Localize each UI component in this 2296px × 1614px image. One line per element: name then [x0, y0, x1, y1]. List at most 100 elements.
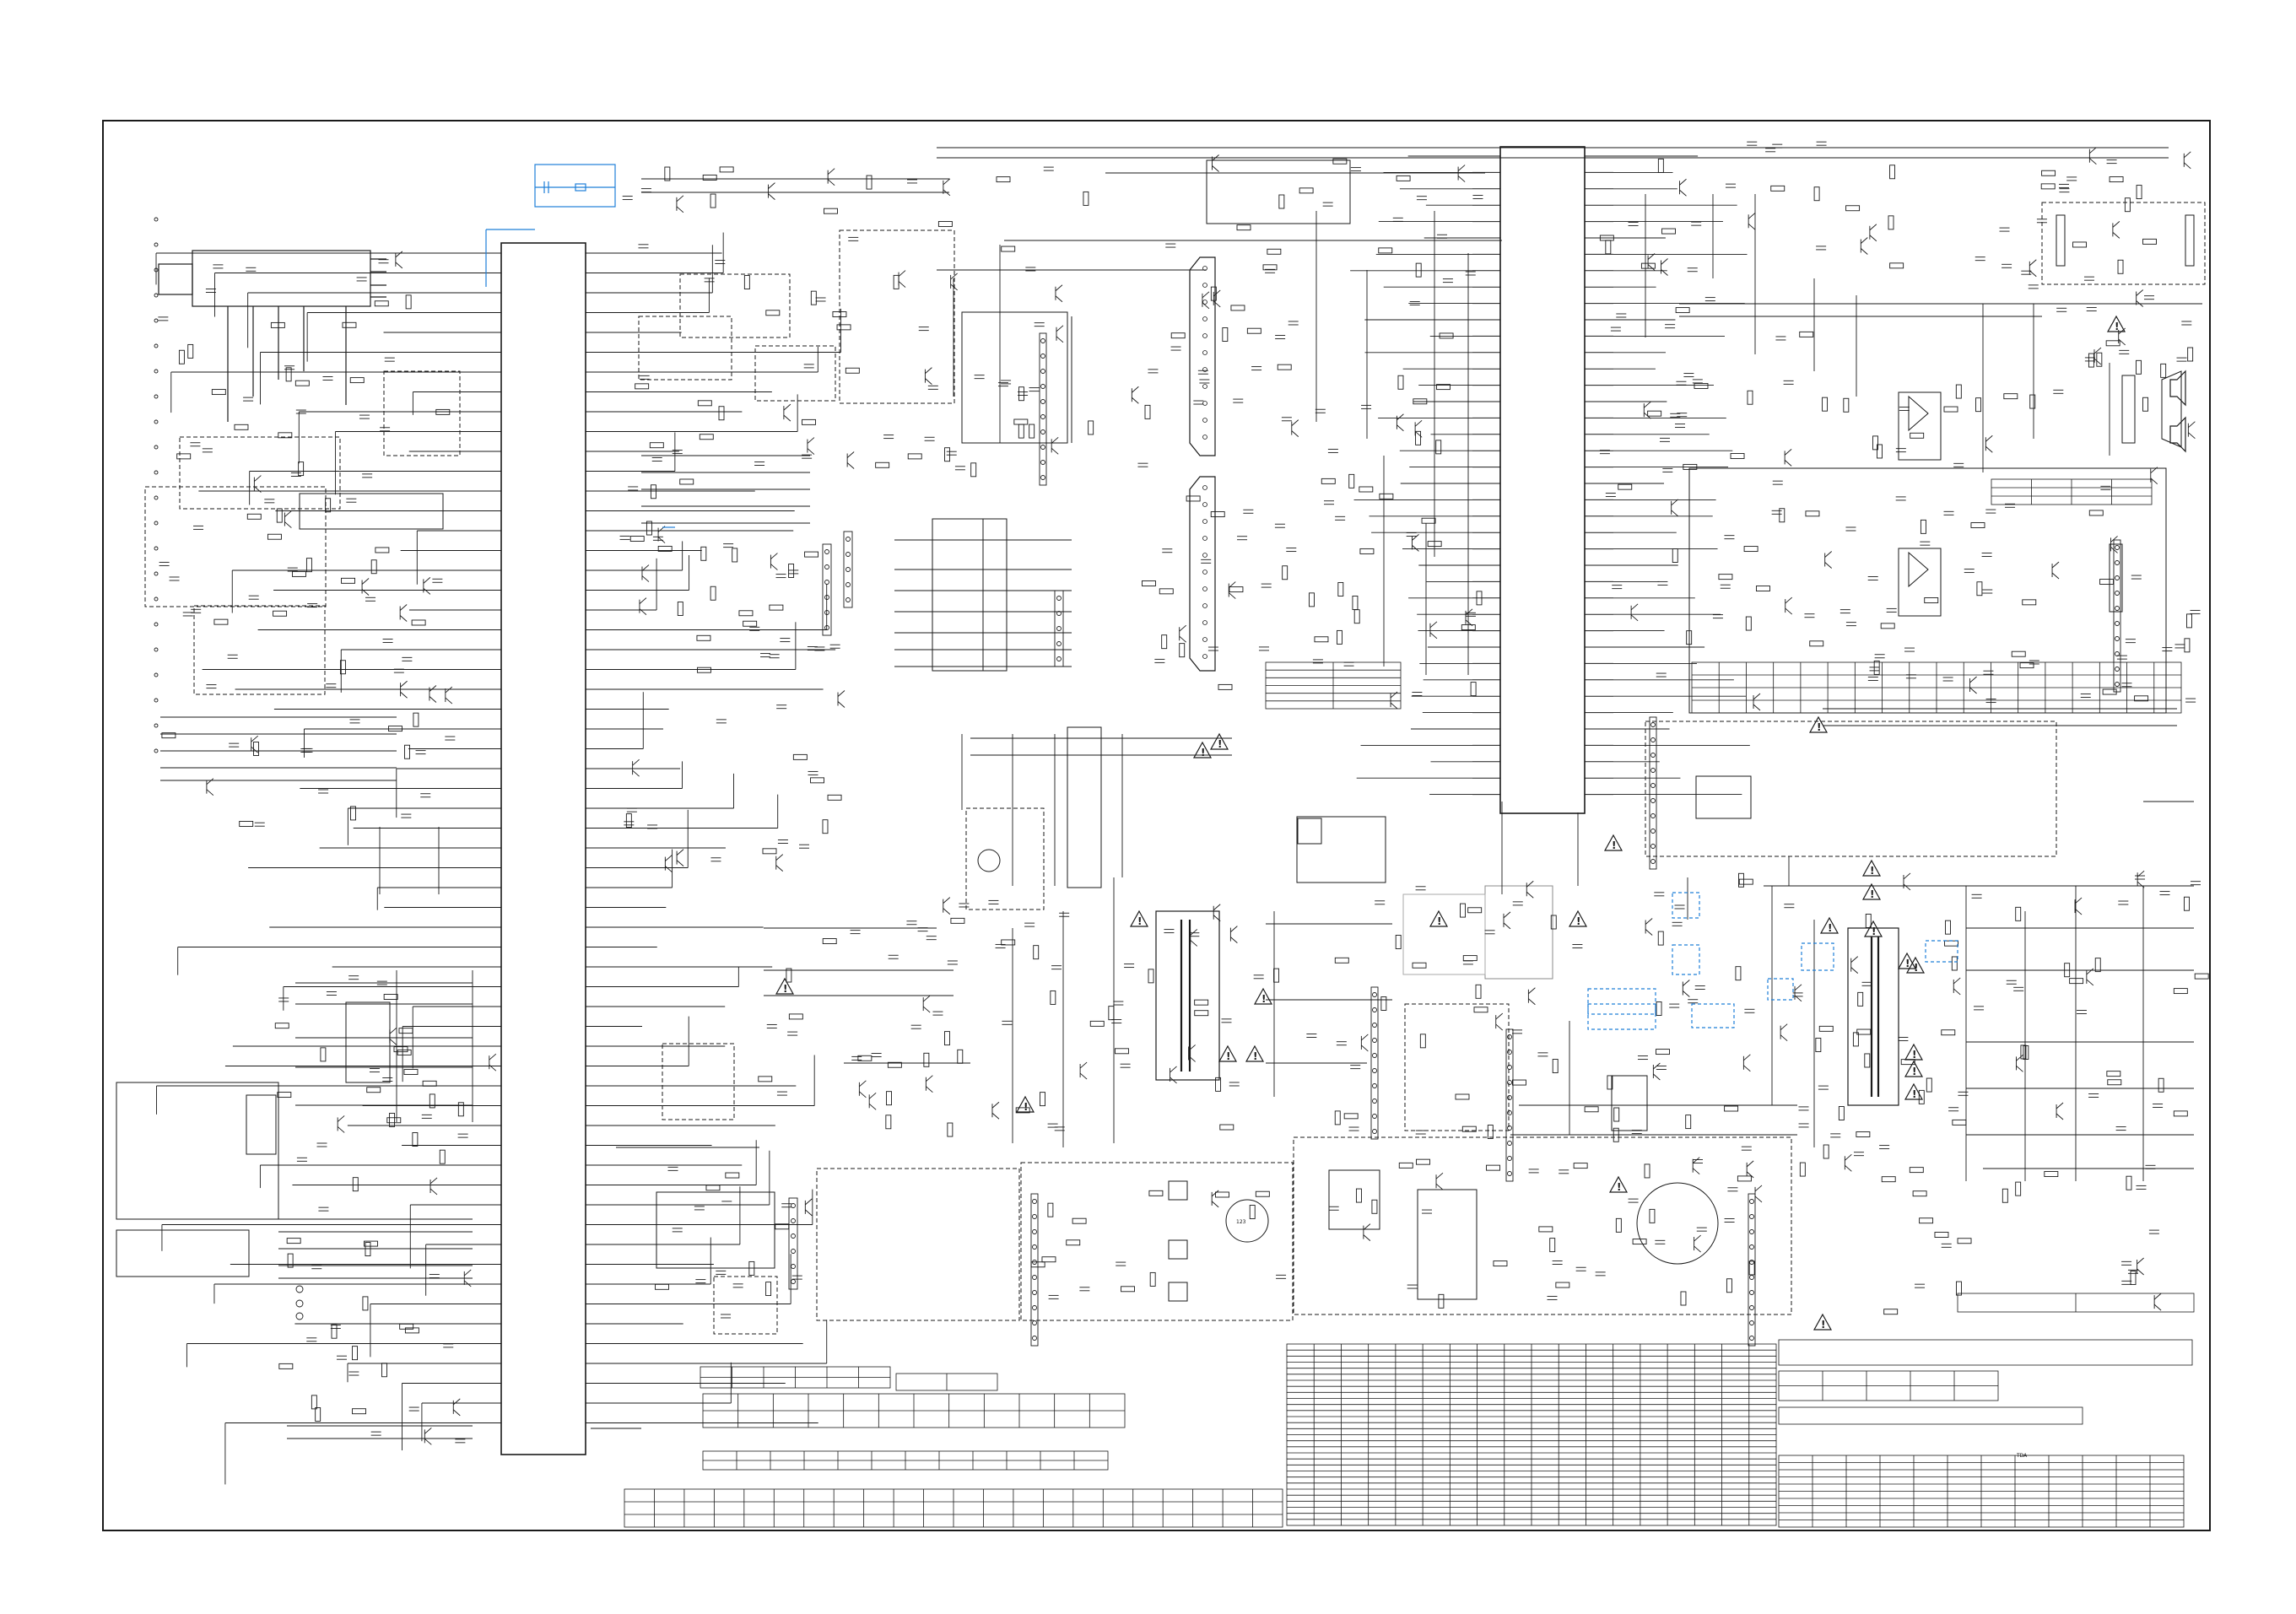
transistor: [1694, 1234, 1701, 1242]
resistor: [1089, 1020, 1105, 1027]
safety-warning-icons: !!!!!!!!!!!!!!!!!!!!!!!!: [775, 315, 2126, 1331]
resistor: [1343, 1113, 1359, 1120]
resistor: [1277, 364, 1292, 370]
connector: [1649, 716, 1657, 870]
resistor: [1412, 962, 1427, 969]
scart-pin: [1202, 519, 1207, 524]
resistor: [1359, 548, 1375, 554]
connector-pin: [1650, 798, 1656, 803]
transistor: [361, 578, 370, 585]
connector-pin: [1650, 722, 1656, 727]
resistor: [1415, 262, 1422, 278]
audio-amp-section: [1688, 370, 2182, 714]
warning-triangle-icon: [1253, 987, 1273, 1005]
terminal: [295, 1299, 304, 1308]
resistor: [1476, 591, 1483, 606]
scart-pin: [1202, 654, 1207, 659]
terminal: [154, 622, 159, 627]
transistor: [429, 696, 437, 703]
resistor: [435, 408, 451, 415]
transistor: [2016, 1055, 2023, 1061]
parts-table-right4: [1778, 1339, 2193, 1366]
warning-triangle-icon: [1015, 1095, 1035, 1113]
connector-pin: [1507, 1141, 1512, 1146]
resistor: [1888, 215, 1894, 230]
resistor: [743, 275, 750, 289]
resistor: [1550, 915, 1557, 930]
connector-pin: [1032, 1214, 1037, 1219]
resistor: [365, 1242, 371, 1256]
resistor: [650, 484, 656, 499]
resistor: [944, 447, 951, 462]
transistor: [445, 697, 453, 704]
resistor: [2105, 340, 2120, 347]
resistor: [2096, 352, 2103, 367]
resistor: [211, 389, 226, 396]
transistor: [632, 758, 640, 766]
connector-pin: [824, 549, 829, 554]
resistor: [2069, 978, 2084, 985]
connector-pin: [1372, 1129, 1377, 1134]
connector-pin: [791, 1233, 796, 1239]
transistor: [868, 1092, 877, 1099]
resistor: [2023, 1045, 2029, 1060]
resistor: [970, 462, 977, 478]
terminal: [295, 1312, 304, 1320]
transistor: [926, 1086, 933, 1093]
resistor: [1229, 586, 1244, 593]
resistor: [697, 400, 712, 407]
transistor: [2183, 151, 2191, 159]
connector-pin: [2115, 682, 2120, 687]
resistor: [2041, 170, 2056, 176]
transistor: [1661, 258, 1668, 265]
resistor: [1348, 473, 1355, 489]
connector-pin: [1650, 813, 1656, 818]
transistor: [399, 615, 408, 622]
resistor: [696, 634, 711, 641]
transistor: [1213, 289, 1221, 297]
resistor: [1683, 463, 1698, 470]
warning-mark: !: [1612, 839, 1616, 851]
warning-triangle-icon: [1192, 741, 1213, 758]
resistor: [1334, 957, 1349, 964]
resistor: [1573, 1163, 1588, 1169]
transistor: [2118, 338, 2126, 346]
resistor: [1737, 1175, 1752, 1182]
resistor: [352, 1408, 366, 1415]
transistor: [1645, 918, 1653, 925]
transistor: [1211, 1201, 1219, 1208]
transistor: [1528, 987, 1536, 995]
resistor: [629, 536, 645, 542]
resistor: [1436, 384, 1451, 391]
transistor: [429, 1188, 438, 1196]
transistor: [1850, 956, 1859, 963]
connector-pin: [2115, 560, 2120, 565]
connector-pin: [791, 1249, 796, 1254]
transistor: [1661, 269, 1668, 276]
if-section: [638, 229, 1072, 444]
resistor: [2136, 185, 2142, 200]
connector-pin: [1056, 656, 1062, 661]
connector: [1054, 590, 1064, 667]
resistor: [2187, 347, 2194, 362]
resistor: [270, 321, 285, 328]
resistor: [1066, 1239, 1081, 1246]
warning-mark: !: [1912, 1088, 1916, 1100]
resistor: [2184, 896, 2190, 911]
resistor: [1656, 1001, 1662, 1016]
resistor: [2130, 1271, 2137, 1285]
connector-pin: [1032, 1275, 1037, 1280]
transistor: [1495, 1012, 1504, 1020]
resistor: [1865, 914, 1872, 928]
transistor: [399, 604, 408, 611]
transistor: [1953, 988, 1961, 996]
transistor: [943, 897, 951, 904]
transistor: [424, 1427, 432, 1434]
resistor: [1438, 1293, 1445, 1309]
connector-pin: [1749, 1305, 1754, 1310]
transistor: [1190, 940, 1198, 947]
terminal: [154, 647, 159, 652]
transistor: [1869, 224, 1877, 231]
resistor: [1864, 1053, 1871, 1068]
resistor: [893, 274, 899, 289]
